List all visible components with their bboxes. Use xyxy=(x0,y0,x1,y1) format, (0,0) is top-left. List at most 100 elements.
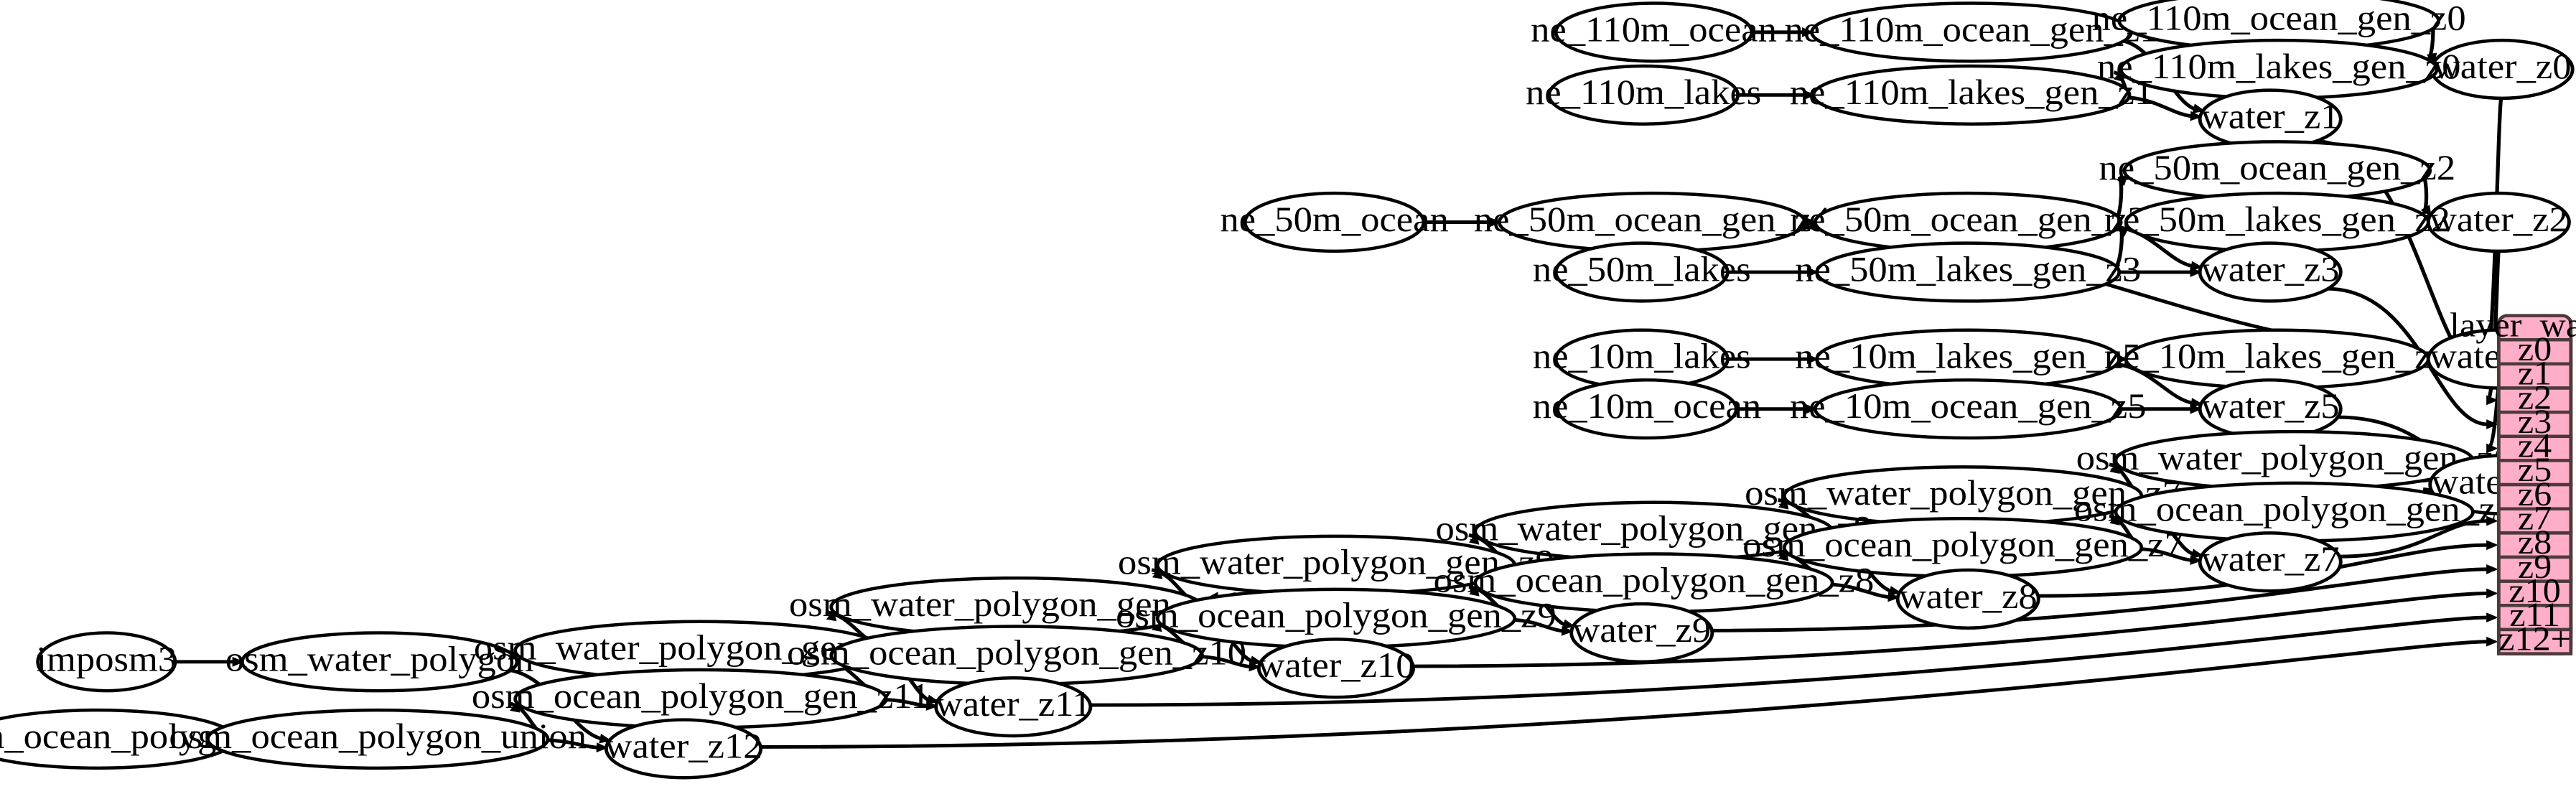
edge-arrowhead xyxy=(2190,548,2204,559)
node-ne_110m_lakes_gen_z0[interactable]: ne_110m_lakes_gen_z0 xyxy=(2097,38,2461,101)
node-ne_10m_lakes_gen_z5[interactable]: ne_10m_lakes_gen_z5 xyxy=(1795,328,2141,390)
node-osm_ocean_polygon_gen_z7[interactable]: osm_ocean_polygon_gen_z7 xyxy=(1742,516,2183,579)
node-osm_ocean_polygon_gen_z11[interactable]: osm_ocean_polygon_gen_z11 xyxy=(472,668,930,730)
node-label-water_z10: water_z10 xyxy=(1257,647,1414,686)
edge-arrowhead xyxy=(2190,111,2203,121)
node-osm_ocean_polygon_gen_z8[interactable]: osm_ocean_polygon_gen_z8 xyxy=(1434,552,1875,614)
node-shape-imposm3 xyxy=(36,631,177,693)
node-ne_10m_lakes[interactable]: ne_10m_lakes xyxy=(1533,328,1751,390)
edge-arrowhead xyxy=(2190,403,2203,414)
layer-water-row-z12+[interactable] xyxy=(2496,627,2573,655)
node-label-ne_10m_ocean_gen_z5: ne_10m_ocean_gen_z5 xyxy=(1790,388,2147,426)
node-water_z9[interactable]: water_z9 xyxy=(1569,602,1714,664)
layer-water-row-label-z8: z8 xyxy=(2518,524,2552,561)
node-shape-water_z9 xyxy=(1569,602,1714,664)
node-label-osm_ocean_polygon_gen_z8: osm_ocean_polygon_gen_z8 xyxy=(1434,561,1875,600)
node-ne_50m_ocean_gen_z2[interactable]: ne_50m_ocean_gen_z2 xyxy=(2099,140,2455,202)
node-water_z2[interactable]: water_z2 xyxy=(2426,191,2571,253)
node-ne_50m_lakes_gen_z2[interactable]: ne_50m_lakes_gen_z2 xyxy=(2104,191,2450,253)
node-label-osm_ocean_polygon_gen_z7: osm_ocean_polygon_gen_z7 xyxy=(1742,526,2183,564)
edge-osm_ocean_polygon_gen_z7-to-water_z7 xyxy=(2139,547,2193,562)
node-ne_50m_ocean[interactable]: ne_50m_ocean xyxy=(1220,191,1449,253)
node-label-water_z8: water_z8 xyxy=(1899,577,2038,616)
node-water_z1[interactable]: water_z1 xyxy=(2198,88,2343,150)
edge-arrowhead xyxy=(1887,592,1900,602)
node-ne_10m_ocean[interactable]: ne_10m_ocean xyxy=(1533,378,1761,440)
node-ne_110m_lakes[interactable]: ne_110m_lakes xyxy=(1526,64,1761,126)
edge-arrowhead xyxy=(2190,267,2203,277)
node-shape-osm_ocean_polygon_union xyxy=(206,708,550,770)
node-label-osm_water_polygon: osm_water_polygon xyxy=(225,640,534,679)
layer-water-row-z1[interactable] xyxy=(2496,362,2573,390)
node-shape-ne_50m_lakes xyxy=(1554,241,1730,303)
node-osm_water_polygon_gen_z11[interactable]: osm_water_polygon_gen_z11 xyxy=(474,620,928,681)
edge-arrowhead xyxy=(2420,205,2432,218)
layer-water-row-z0[interactable] xyxy=(2496,338,2573,366)
node-water_z7[interactable]: water_z7 xyxy=(2198,531,2343,593)
node-label-ne_110m_lakes_gen_z0: ne_110m_lakes_gen_z0 xyxy=(2097,47,2461,86)
node-label-ne_50m_ocean_gen_z3: ne_50m_ocean_gen_z3 xyxy=(1790,200,2147,239)
node-water_z11[interactable]: water_z11 xyxy=(934,676,1093,738)
node-label-ne_50m_ocean: ne_50m_ocean xyxy=(1220,200,1448,239)
node-water_z12[interactable]: water_z12 xyxy=(604,718,763,780)
edge-water_z2-to-layer_water-z2 xyxy=(2486,249,2501,402)
node-osm_water_polygon[interactable]: osm_water_polygon xyxy=(225,631,534,693)
edge-arrowhead xyxy=(2486,564,2498,574)
edge-arrowhead xyxy=(1803,90,1816,101)
node-ne_110m_ocean[interactable]: ne_110m_ocean xyxy=(1531,1,1777,63)
node-ne_110m_ocean_gen_z1[interactable]: ne_110m_ocean_gen_z1 xyxy=(1784,1,2159,63)
node-ne_110m_lakes_gen_z1[interactable]: ne_110m_lakes_gen_z1 xyxy=(1790,64,2154,126)
layer-water-row-z4[interactable] xyxy=(2496,434,2573,462)
node-ne_50m_ocean_gen_z3[interactable]: ne_50m_ocean_gen_z3 xyxy=(1790,191,2147,253)
layer-water-row-z5[interactable] xyxy=(2496,459,2573,487)
node-shape-ne_10m_ocean_gen_z5 xyxy=(1813,378,2123,440)
node-shape-ne_110m_lakes_gen_z1 xyxy=(1811,64,2132,126)
edge-arrowhead xyxy=(2486,395,2498,406)
edge-arrowhead xyxy=(2486,588,2498,599)
node-ne_10m_ocean_gen_z5[interactable]: ne_10m_ocean_gen_z5 xyxy=(1790,378,2147,440)
layer-water-row-label-z9: z9 xyxy=(2518,548,2552,585)
node-osm_ocean_polygon_gen_z9[interactable]: osm_ocean_polygon_gen_z9 xyxy=(1116,587,1557,649)
edge-water_z7-to-layer_water-z7 xyxy=(2338,519,2488,559)
node-label-water_z11: water_z11 xyxy=(935,685,1091,724)
node-shape-water_z7 xyxy=(2198,531,2343,593)
node-label-water_z9: water_z9 xyxy=(1572,611,1711,650)
edge-osm_ocean_polygon_gen_z8-to-water_z8 xyxy=(1830,582,1891,599)
node-label-water_z3: water_z3 xyxy=(2201,251,2340,289)
edge-arrowhead xyxy=(1562,619,1576,630)
node-osm_water_polygon_gen_z6[interactable]: osm_water_polygon_gen_z6 xyxy=(2076,429,2513,492)
edge-arrowhead xyxy=(2117,225,2130,237)
node-water_z0[interactable]: water_z0 xyxy=(2430,38,2575,101)
node-label-osm_ocean_polygon_gen_z9: osm_ocean_polygon_gen_z9 xyxy=(1116,597,1557,635)
edge-arrowhead xyxy=(1807,354,1819,365)
node-label-osm_ocean_polygon_gen_z6: osm_ocean_polygon_gen_z6 xyxy=(2074,490,2515,529)
node-shape-ne_50m_ocean xyxy=(1243,191,1426,253)
node-water_z10[interactable]: water_z10 xyxy=(1256,638,1416,699)
node-water_z8[interactable]: water_z8 xyxy=(1895,568,2040,630)
node-shape-osm_water_polygon xyxy=(240,631,519,693)
node-water_z3[interactable]: water_z3 xyxy=(2198,241,2343,303)
node-osm_ocean_polygon_union[interactable]: osm_ocean_polygon_union xyxy=(169,708,587,770)
node-osm_water_polygon_gen_z7[interactable]: osm_water_polygon_gen_z7 xyxy=(1745,465,2181,527)
node-shape-water_z10 xyxy=(1256,638,1416,699)
layer-water-record[interactable]: layer_waterz0z1z2z3z4z5z6z7z8z9z10z11z12… xyxy=(2450,307,2576,658)
layer-water-row-label-z12+: z12+ xyxy=(2498,620,2571,658)
edge-arrowhead xyxy=(2192,103,2206,113)
node-label-osm_ocean_polygon_union: osm_ocean_polygon_union xyxy=(169,717,587,756)
layer-water-row-z2[interactable] xyxy=(2496,386,2573,414)
layer-water-row-label-z0: z0 xyxy=(2518,330,2552,368)
edge-arrowhead xyxy=(1489,217,1502,228)
edge-arrowhead xyxy=(2486,419,2498,429)
edge-arrowhead xyxy=(232,656,245,667)
edge-arrowhead xyxy=(1801,27,1814,37)
node-water_z5[interactable]: water_z5 xyxy=(2198,378,2343,440)
edge-arrowhead xyxy=(596,742,609,753)
node-imposm3[interactable]: imposm3 xyxy=(36,631,177,693)
node-label-ne_50m_ocean_gen_z4: ne_50m_ocean_gen_z4 xyxy=(1474,200,1831,239)
node-ne_50m_lakes[interactable]: ne_50m_lakes xyxy=(1533,241,1751,303)
edge-arrowhead xyxy=(2486,515,2498,526)
node-osm_ocean_polygon_gen_z6[interactable]: osm_ocean_polygon_gen_z6 xyxy=(2074,481,2515,543)
layer-water-row-label-z7: z7 xyxy=(2518,500,2552,537)
node-ne_50m_lakes_gen_z3[interactable]: ne_50m_lakes_gen_z3 xyxy=(1795,241,2141,303)
node-ne_50m_ocean_gen_z4[interactable]: ne_50m_ocean_gen_z4 xyxy=(1474,191,1831,253)
